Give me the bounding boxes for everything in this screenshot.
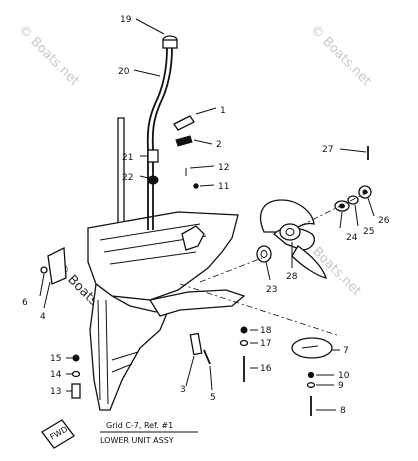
watermark-top-left: © Boats.net bbox=[15, 22, 82, 89]
caption-line-1: Grid C-7, Ref. #1 bbox=[106, 421, 173, 430]
callout-22: 22 bbox=[122, 173, 133, 183]
leader-lines bbox=[39, 18, 375, 411]
callout-3: 3 bbox=[180, 385, 186, 395]
part-22-grommet bbox=[147, 175, 159, 185]
callout-16: 16 bbox=[260, 364, 272, 374]
callout-15: 15 bbox=[50, 354, 61, 364]
callout-14: 14 bbox=[50, 370, 62, 380]
callout-18: 18 bbox=[260, 326, 272, 336]
part-5-bolt bbox=[203, 349, 211, 365]
part-28-propeller bbox=[259, 199, 327, 279]
part-7-cover bbox=[291, 337, 333, 359]
callout-10: 10 bbox=[338, 371, 350, 381]
part-24-spacer bbox=[334, 200, 350, 212]
fwd-tag: FWD bbox=[41, 419, 75, 449]
lower-unit-housing bbox=[87, 117, 246, 411]
callout-20: 20 bbox=[118, 67, 130, 77]
part-18-washer bbox=[240, 326, 248, 334]
part-26-nut bbox=[358, 185, 372, 199]
callout-numbers: 19 20 1 2 21 22 12 11 27 26 25 24 28 23 … bbox=[22, 15, 390, 416]
watermark-top-right: © Boats.net bbox=[307, 22, 374, 89]
part-20-water-tube bbox=[146, 47, 173, 230]
callout-26: 26 bbox=[378, 216, 390, 226]
part-15-washer bbox=[72, 354, 80, 362]
callout-5: 5 bbox=[210, 393, 216, 403]
callout-12: 12 bbox=[218, 163, 229, 173]
part-6-grease-nipple bbox=[40, 266, 48, 274]
callout-17: 17 bbox=[260, 339, 271, 349]
shaft-centerline bbox=[199, 191, 369, 283]
callout-13: 13 bbox=[50, 387, 61, 397]
part-17-washer bbox=[239, 339, 249, 347]
callout-11: 11 bbox=[218, 182, 229, 192]
callout-27: 27 bbox=[322, 145, 333, 155]
callout-6: 6 bbox=[22, 298, 28, 308]
watermark-group: © Boats.net © Boats.net © Boats.net © Bo… bbox=[15, 22, 374, 327]
part-4-bracket bbox=[47, 246, 67, 285]
callout-2: 2 bbox=[216, 140, 222, 150]
callout-7: 7 bbox=[343, 346, 349, 356]
callout-21: 21 bbox=[122, 153, 133, 163]
part-1-anode bbox=[173, 115, 195, 131]
part-10-washer bbox=[307, 371, 315, 379]
callout-25: 25 bbox=[363, 227, 374, 237]
part-9-washer bbox=[306, 382, 316, 388]
part-19-grommet bbox=[162, 35, 178, 49]
part-13-bolt bbox=[71, 383, 81, 399]
callout-4: 4 bbox=[40, 312, 46, 322]
part-11-washer bbox=[193, 183, 199, 189]
caption-line-2: LOWER UNIT ASSY bbox=[100, 436, 174, 445]
callout-9: 9 bbox=[338, 381, 344, 391]
part-23-thrust-washer bbox=[256, 245, 272, 263]
callout-28: 28 bbox=[286, 272, 298, 282]
alignment-line bbox=[179, 283, 341, 337]
callout-19: 19 bbox=[120, 15, 132, 25]
callout-23: 23 bbox=[266, 285, 277, 295]
part-21-seal bbox=[147, 149, 159, 163]
callout-8: 8 bbox=[340, 406, 346, 416]
callout-1: 1 bbox=[220, 106, 226, 116]
part-2-trim-tab bbox=[175, 135, 193, 147]
part-14-washer bbox=[71, 370, 81, 378]
part-3-anode bbox=[189, 332, 203, 356]
callout-24: 24 bbox=[346, 233, 358, 243]
part-25-washer bbox=[347, 195, 359, 205]
diagram-caption: Grid C-7, Ref. #1 LOWER UNIT ASSY bbox=[100, 421, 198, 445]
